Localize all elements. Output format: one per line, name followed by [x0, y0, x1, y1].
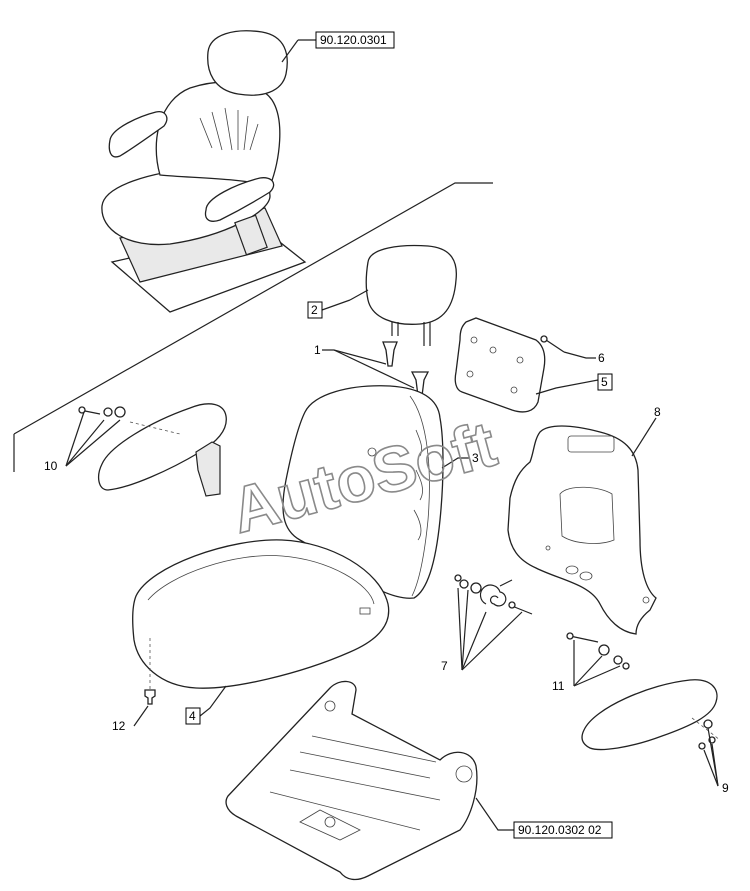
callout-11-label: 11: [552, 679, 565, 693]
left-armrest-bracket: [195, 441, 221, 497]
seat-base-outline: [225, 680, 478, 881]
complete-seat-headrest: [207, 30, 288, 96]
reference-top-label: 90.120.0301: [320, 33, 387, 47]
reference-bottom-label: 90.120.0302 02: [518, 823, 602, 837]
return-spring: [479, 584, 507, 607]
callout-8-label: 8: [654, 405, 661, 419]
left-armrest[interactable]: 10: [44, 403, 227, 497]
complete-seat-right-armrest: [204, 177, 275, 222]
guide-sleeve-left: [382, 341, 398, 367]
backrest-cover-panel: [282, 385, 444, 599]
callout-3[interactable]: 3: [441, 451, 479, 469]
seat-base-frame[interactable]: [225, 680, 478, 881]
callout-8[interactable]: 8: [631, 405, 661, 457]
callout-7-label: 7: [441, 659, 448, 673]
left-armrest-pad: [97, 403, 227, 491]
callout-2-label: 2: [311, 303, 318, 317]
group-divider-line: [13, 182, 493, 435]
backrest-frame[interactable]: [507, 425, 657, 635]
headrest-guides[interactable]: 1: [314, 341, 430, 397]
bracket-plate: [454, 317, 546, 413]
headrest-bracket[interactable]: [454, 317, 546, 413]
right-armrest[interactable]: 9: [581, 679, 729, 795]
reference-bottom[interactable]: 90.120.0302 02: [475, 797, 613, 839]
complete-seat-left-armrest: [108, 111, 168, 158]
backrest-frame-shell: [507, 425, 657, 635]
screw-6[interactable]: 6: [540, 335, 605, 365]
callout-3-label: 3: [472, 451, 479, 465]
fasteners-11[interactable]: 11: [552, 632, 630, 693]
backrest-pattern: [199, 107, 259, 151]
spring-kit[interactable]: 7: [441, 574, 533, 673]
callout-4[interactable]: 4: [185, 685, 227, 725]
backrest-cover[interactable]: [282, 385, 444, 599]
adjust-lever: [234, 214, 268, 256]
seat-cushion[interactable]: [132, 539, 390, 689]
callout-5[interactable]: 5: [535, 373, 613, 395]
seat-cushion-pad: [132, 539, 390, 689]
callout-1-label: 1: [314, 343, 321, 357]
screw-12[interactable]: 12: [112, 638, 156, 733]
complete-seat-assembly[interactable]: [101, 30, 307, 313]
frame-window: [559, 486, 615, 544]
headrest[interactable]: [365, 244, 458, 346]
right-armrest-pad: [581, 679, 718, 751]
callout-12-label: 12: [112, 719, 126, 733]
callout-4-label: 4: [189, 709, 196, 723]
complete-seat-cushion: [101, 166, 271, 246]
callout-10-label: 10: [44, 459, 58, 473]
callout-2[interactable]: 2: [307, 289, 369, 319]
reference-top[interactable]: 90.120.0301: [281, 31, 395, 63]
callout-9-label: 9: [722, 781, 729, 795]
callout-5-label: 5: [601, 375, 608, 389]
headrest-pad: [365, 244, 458, 325]
callout-6-label: 6: [598, 351, 605, 365]
